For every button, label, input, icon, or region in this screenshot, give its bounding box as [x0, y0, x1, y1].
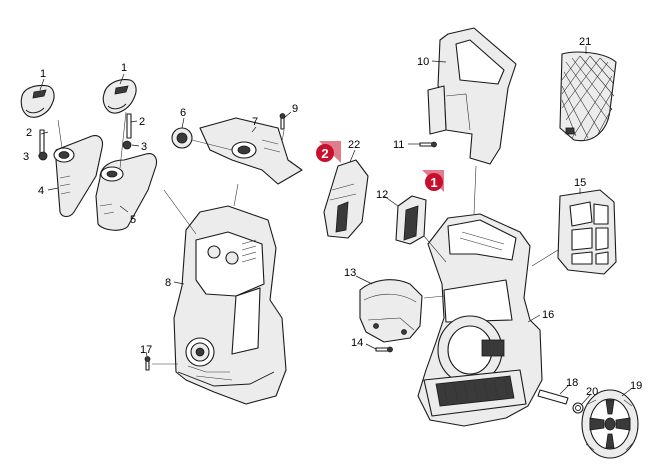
callout-label: 12	[376, 189, 388, 201]
callout-label: 17	[140, 344, 152, 356]
part-axle	[537, 389, 569, 405]
callout-label: 8	[165, 277, 171, 289]
part-wheel	[581, 389, 639, 459]
part-main-chassis	[417, 213, 543, 427]
step-badge-2: 2	[316, 141, 341, 163]
callout-label: 20	[586, 386, 598, 398]
callout-label: 1	[40, 68, 46, 80]
callout-label: 5	[130, 214, 136, 226]
step-badge-1: 1	[422, 170, 444, 192]
part-hose-cover	[359, 279, 423, 343]
part-top-cover	[199, 117, 303, 185]
callout-label: 14	[351, 337, 363, 349]
part-knob-cap-right	[102, 79, 137, 114]
callout-label: 16	[542, 309, 554, 321]
callout-label: 3	[141, 141, 147, 153]
part-handle-housing-right	[95, 153, 158, 231]
part-screw-left	[38, 151, 48, 161]
callout-label: 19	[630, 380, 642, 392]
svg-text:2: 2	[321, 146, 328, 161]
part-handle-housing-left	[53, 135, 104, 218]
callout-labels: 1 1 2 2 3 3 4 5 6 7 8 9 10 11 12 13 14 1…	[23, 36, 642, 398]
callout-label: 9	[292, 103, 298, 115]
callout-label: 4	[38, 185, 44, 197]
callout-label: 1	[121, 62, 127, 74]
callout-label: 6	[180, 107, 186, 119]
part-knob-cap-left	[20, 84, 55, 118]
part-frame-screw	[419, 141, 437, 148]
part-mesh-filter	[559, 51, 617, 142]
callout-label: 2	[26, 127, 32, 139]
part-screw-right	[122, 140, 132, 150]
callout-label: 21	[579, 36, 591, 48]
part-washer	[572, 402, 584, 414]
callout-label: 18	[566, 377, 578, 389]
callout-label: 10	[417, 56, 429, 68]
part-side-grip	[323, 159, 369, 239]
callout-label: 22	[348, 139, 360, 151]
part-rear-cover	[557, 189, 617, 275]
callout-label: 11	[393, 139, 404, 151]
part-small-screw-top	[279, 113, 286, 130]
leader-lines	[38, 46, 632, 405]
callout-label: 13	[344, 267, 356, 279]
part-round-knob	[171, 127, 193, 149]
callout-label: 7	[252, 116, 258, 128]
part-main-housing	[173, 205, 287, 405]
part-pin-right	[126, 113, 132, 139]
part-small-screw-bottom	[144, 356, 151, 371]
callout-label: 3	[23, 151, 29, 163]
part-cover-screw	[375, 346, 393, 353]
part-upper-handle-frame	[427, 27, 517, 165]
callout-label: 2	[139, 116, 145, 128]
callout-label: 15	[574, 177, 586, 189]
svg-text:1: 1	[430, 175, 437, 190]
part-bracket	[395, 195, 427, 245]
